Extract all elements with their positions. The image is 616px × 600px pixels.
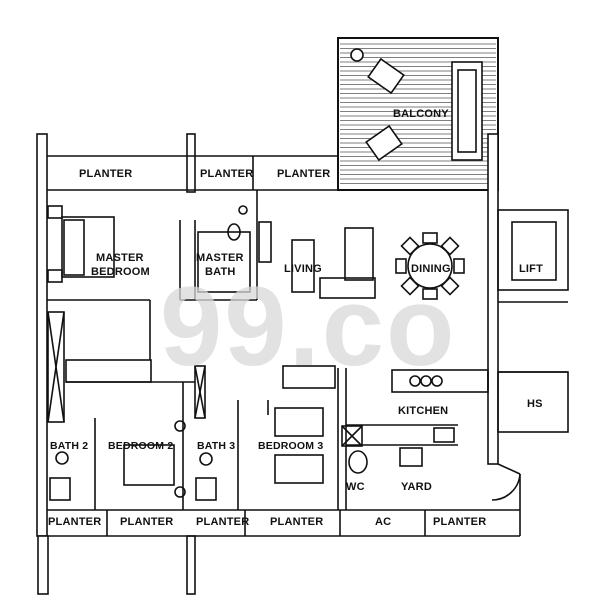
planter-bottom-3-label: PLANTER [196,516,250,528]
planter-top-3-label: PLANTER [277,168,331,180]
master-bath-label-2: BATH [205,266,236,278]
lift-label: LIFT [519,263,544,275]
dining-label: DINING [411,263,451,275]
yard-label: YARD [401,481,432,493]
planter-top-1-label: PLANTER [79,168,133,180]
planter-bottom-2-label: PLANTER [120,516,174,528]
balcony-label: BALCONY [393,108,449,120]
west-wall [36,133,48,537]
dining-table [395,232,465,300]
bedroom-2-label: BEDROOM 2 [108,440,174,452]
planter-bottom-5-label: PLANTER [433,516,487,528]
wc-label: WC [346,481,365,493]
hs-label: HS [527,398,543,410]
ac-label: AC [375,516,392,528]
watermark: 99.co [160,264,457,389]
master-bedroom-label-1: MASTER [96,252,144,264]
living-label: LIVING [284,263,322,275]
southwest-wall-stub [37,535,49,595]
master-bedroom-label-2: BEDROOM [91,266,150,278]
planter-bottom-4-label: PLANTER [270,516,324,528]
master-bath-label-1: MASTER [196,252,244,264]
bath-2-label: BATH 2 [50,440,89,452]
kitchen-label: KITCHEN [398,405,449,417]
bedroom-3-label: BEDROOM 3 [258,440,324,452]
planter-top-2-label: PLANTER [200,168,254,180]
bath-3-label: BATH 3 [197,440,236,452]
planter-bottom-1-label: PLANTER [48,516,102,528]
